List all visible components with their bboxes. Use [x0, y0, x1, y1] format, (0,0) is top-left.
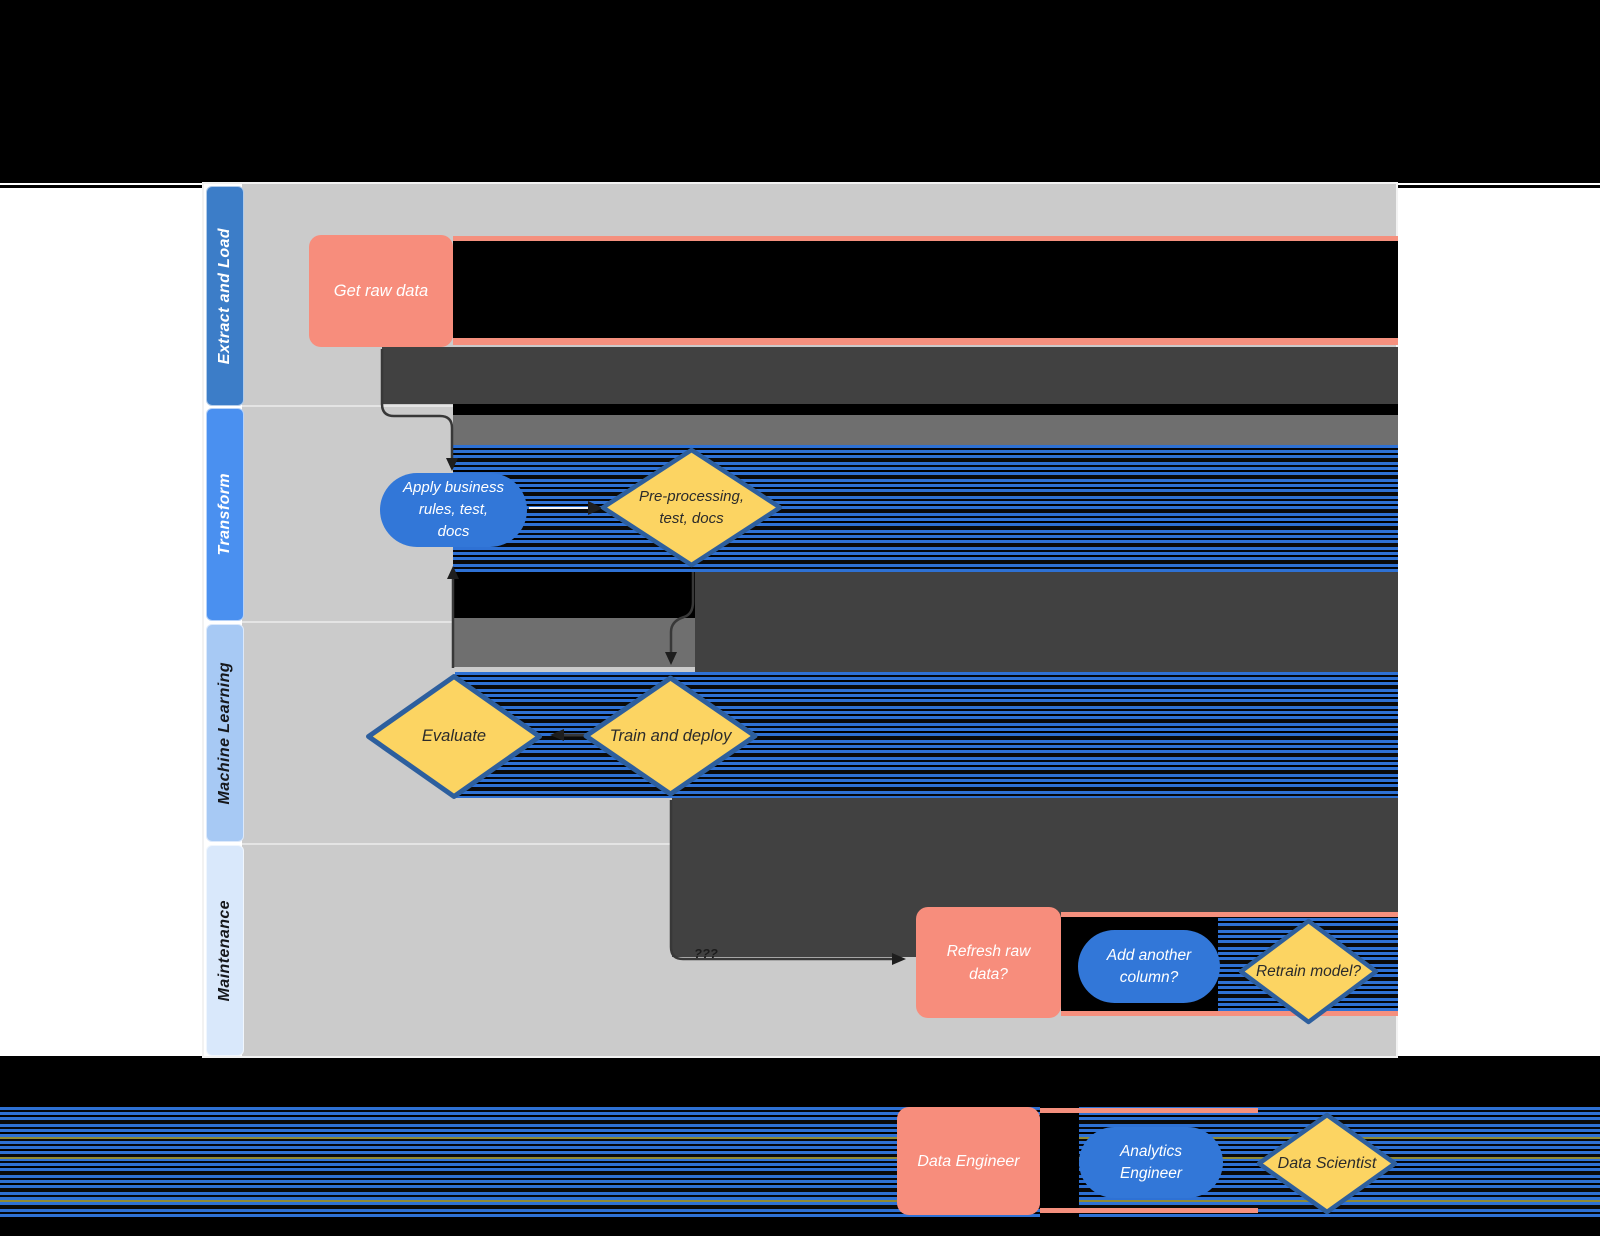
glitch-band-stripes [453, 445, 1398, 572]
glitch-band-medium [453, 415, 1398, 445]
glitch-band-black [1040, 1107, 1079, 1217]
diamond-shape [366, 674, 542, 799]
lane-bar-extract-and-load[interactable]: Extract and Load [206, 186, 244, 406]
legend-item-data-engineer[interactable]: Data Engineer [897, 1107, 1040, 1215]
node-evaluate-label: Evaluate [421, 727, 487, 745]
margin-top-line-right [1396, 183, 1600, 185]
glitch-band-medium [453, 618, 695, 667]
node-train-and-deploy[interactable]: Train and deploy [583, 675, 758, 797]
diamond-shape [583, 675, 758, 797]
diamond-shape [1238, 918, 1379, 1025]
glitch-band-salmon [1040, 1208, 1258, 1213]
glitch-band-salmon [1040, 1108, 1258, 1113]
node-apply-business-rules-label: Apply business rules, test, docs [403, 479, 504, 540]
diamond-shape [1256, 1112, 1398, 1215]
node-retrain-model-label: Retrain model? [1255, 962, 1362, 980]
node-add-another-column[interactable]: Add another column? [1078, 930, 1220, 1003]
node-pre-processing-label: Pre-processing, test, docs [638, 487, 745, 527]
lane-bar-machine-learning[interactable]: Machine Learning [206, 624, 244, 842]
glitch-band-dark [382, 347, 1398, 404]
legend-data-engineer-label: Data Engineer [917, 1152, 1020, 1170]
lane-label-maintenance: Maintenance [216, 899, 233, 1002]
node-pre-processing[interactable]: Pre-processing, test, docs [600, 447, 783, 568]
glitch-band-olive [0, 1137, 1600, 1139]
connector-label: ??? [694, 946, 718, 961]
margin-top-line-left [0, 183, 204, 185]
glitch-band-salmon [453, 338, 1398, 345]
glitch-band-black [453, 404, 1398, 415]
node-refresh-raw-data-label: Refresh raw data? [946, 942, 1031, 983]
glitch-band-olive [0, 1157, 1600, 1159]
lane-label-machine-learning: Machine Learning [216, 661, 233, 805]
glitch-band-black [453, 241, 1398, 338]
legend-item-data-scientist[interactable]: Data Scientist [1256, 1112, 1398, 1215]
lane-label-extract-and-load: Extract and Load [216, 227, 233, 365]
glitch-band-salmon [453, 236, 1398, 241]
lane-label-transform: Transform [216, 473, 233, 556]
glitch-band-black [453, 572, 695, 618]
glitch-band-salmon [1061, 912, 1398, 917]
glitch-band-dark [1061, 843, 1398, 912]
diamond-shape [600, 447, 783, 568]
node-get-raw-data-label: Get raw data [333, 281, 429, 300]
node-get-raw-data[interactable]: Get raw data [309, 235, 453, 347]
glitch-band-salmon [1061, 1011, 1398, 1016]
node-apply-business-rules[interactable]: Apply business rules, test, docs [380, 473, 527, 547]
lane-bar-transform[interactable]: Transform [206, 408, 244, 621]
node-train-and-deploy-label: Train and deploy [609, 726, 732, 745]
node-add-another-column-label: Add another column? [1106, 946, 1192, 986]
legend-analytics-engineer-label: Analytics Engineer [1119, 1142, 1183, 1182]
legend-data-scientist-label: Data Scientist [1277, 1154, 1377, 1172]
legend-item-analytics-engineer[interactable]: Analytics Engineer [1079, 1127, 1223, 1198]
node-refresh-raw-data[interactable]: Refresh raw data? [916, 907, 1061, 1018]
page-margin-left [0, 188, 202, 1056]
glitch-band-olive [0, 1200, 1600, 1202]
node-retrain-model[interactable]: Retrain model? [1238, 918, 1379, 1025]
glitch-band-dark [672, 798, 1398, 843]
lane-bar-maintenance[interactable]: Maintenance [206, 845, 244, 1056]
node-evaluate[interactable]: Evaluate [365, 673, 543, 800]
page-margin-right [1398, 188, 1600, 1056]
glitch-band-dark [695, 572, 1398, 675]
